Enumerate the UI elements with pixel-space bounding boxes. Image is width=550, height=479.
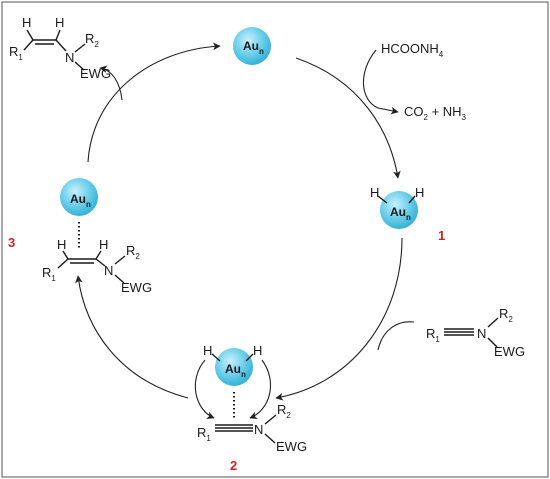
alkene-ewg: EWG (121, 280, 152, 295)
product-h-left: H (22, 15, 31, 30)
alkyne-h-bond-right (245, 353, 254, 362)
nh3-text: + NH (428, 104, 462, 119)
enamide-product: H H R1 N R2 EWG (9, 15, 111, 81)
product-n: N (65, 50, 74, 65)
reagent-formate: HCOONH4 (381, 41, 444, 59)
alkyne-ewg: EWG (276, 439, 307, 454)
alkyne-bond-r2 (264, 414, 277, 425)
hydride-bond-left (377, 195, 388, 204)
formate-text: HCOONH (381, 41, 439, 56)
product-bond-ewg (74, 61, 85, 71)
co2-text: CO (404, 104, 424, 119)
gold-symbol-alkyne: Au (225, 362, 241, 376)
co2-sub: 2 (424, 113, 429, 122)
alkyne-r2: R2 (277, 402, 291, 420)
svg-text:Aun: Aun (225, 362, 246, 379)
byproduct-text: CO2 + NH3 (404, 104, 467, 122)
gold-sphere-alkene (60, 178, 98, 216)
product-r1: R1 (9, 44, 23, 62)
alkene-bond-r2 (114, 255, 126, 265)
alkene-gold-complex: Aun H H R1 N R2 EWG (42, 178, 152, 295)
cycle-arrow-top-left (87, 42, 221, 163)
hydride-bond-right (408, 195, 416, 204)
gold-symbol-alkene: Au (70, 192, 86, 206)
gold-cluster-top: Aun (233, 27, 271, 65)
hydride-h-left: H (370, 185, 379, 200)
alkyne-h-bond-left (211, 353, 221, 362)
ynamide-input-arrow (377, 321, 415, 351)
ynamide-bond-ewg (487, 337, 498, 348)
cycle-arrow-left (75, 275, 189, 399)
gold-sphere-alkyne (215, 348, 253, 386)
cycle-arrow-top-right (295, 57, 401, 179)
gold-symbol-hydride: Au (390, 205, 406, 219)
product-r2: R2 (85, 31, 99, 49)
product-bond-n (55, 39, 67, 52)
gold-subscript-alkene: n (86, 200, 91, 209)
alkyne-bond-ewg (264, 433, 276, 444)
label-alkyne-2: 2 (230, 458, 237, 473)
cycle-arrow-right (275, 237, 403, 401)
label-alkene-3: 3 (8, 235, 15, 250)
ynamide-reagent: R1 N R2 EWG (426, 306, 525, 359)
alkyne-r1: R1 (197, 425, 211, 443)
alkene-bond-h1 (62, 250, 69, 260)
hydride-transfer-arrow-left (194, 359, 215, 419)
svg-text:Aun: Aun (243, 39, 264, 56)
nh3-sub: 3 (462, 113, 467, 122)
alkene-n: N (104, 263, 113, 278)
alkyne-n: N (254, 422, 263, 437)
gold-sphere-hydride (380, 191, 418, 229)
svg-text:Aun: Aun (70, 192, 91, 209)
gold-subscript-alkyne: n (241, 370, 246, 379)
gold-symbol: Au (243, 39, 259, 53)
ynamide-n: N (477, 326, 486, 341)
hydride-transfer-arrow-right (249, 359, 271, 419)
alkyne-h-right: H (253, 343, 262, 358)
product-h-right: H (55, 15, 64, 30)
svg-text:Aun: Aun (390, 205, 411, 222)
gold-subscript-hydride: n (406, 213, 411, 222)
gold-sphere-top (233, 27, 271, 65)
formate-sub: 4 (439, 50, 444, 59)
alkene-r1: R1 (42, 265, 56, 283)
alkene-h-left: H (57, 237, 66, 252)
ynamide-r1: R1 (426, 326, 440, 344)
alkene-bond-h2 (95, 250, 102, 260)
ynamide-bond-r2 (487, 317, 499, 328)
gold-subscript: n (259, 47, 264, 56)
alkene-bond-ewg (114, 274, 125, 284)
ynamide-r2: R2 (499, 306, 513, 324)
alkyne-h-left: H (203, 343, 212, 358)
alkene-bond-r1 (57, 258, 69, 269)
product-bond-r2 (74, 43, 86, 53)
product-release-arrow (99, 65, 123, 101)
product-bond-h2 (55, 29, 61, 41)
alkene-h-right: H (99, 237, 108, 252)
gold-hydride-complex: Aun H H (370, 185, 424, 229)
formate-input-arrow (362, 49, 399, 115)
hydride-h-right: H (415, 185, 424, 200)
product-bond-r1 (23, 39, 34, 51)
alkyne-gold-complex: Aun H H R1 N R2 EWG (194, 343, 307, 454)
product-bond-h1 (26, 29, 34, 41)
ynamide-ewg: EWG (494, 344, 525, 359)
alkene-r2: R2 (126, 243, 140, 261)
alkene-bond-n (95, 258, 106, 267)
product-ewg: EWG (80, 66, 111, 81)
label-hydride-1: 1 (438, 228, 445, 243)
